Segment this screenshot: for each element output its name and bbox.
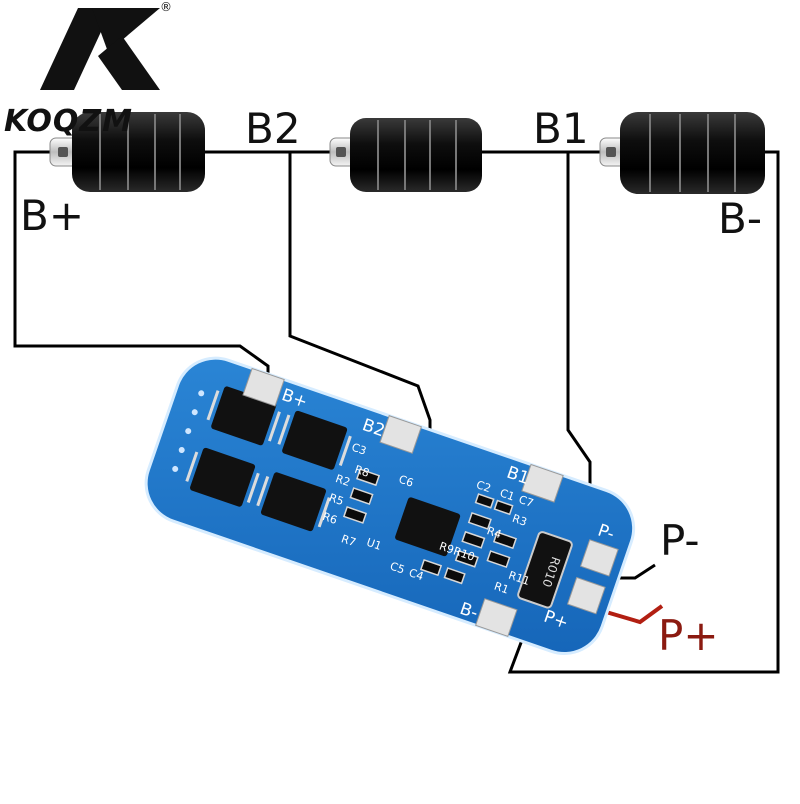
registered-mark: ® — [160, 0, 172, 14]
label-b-plus: B+ — [20, 191, 85, 240]
brand-name: KOQZM — [4, 104, 133, 139]
silk-c7: C7 — [517, 493, 535, 510]
silk-r1: R1 — [492, 580, 510, 597]
board-vias — [172, 390, 205, 472]
silk-p-minus: P- — [595, 521, 617, 545]
silk-r4: R4 — [485, 524, 503, 541]
silk-r8: R8 — [353, 463, 371, 480]
wire-b-plus — [13, 150, 270, 395]
wire-b1 — [566, 152, 592, 505]
battery-cell-1 — [49, 112, 205, 192]
label-p-plus: P+ — [658, 611, 719, 660]
silk-c3: C3 — [350, 441, 368, 458]
silk-c6: C6 — [397, 473, 415, 490]
pad-b2 — [379, 415, 422, 454]
label-b1: B1 — [533, 104, 589, 153]
silk-r5: R5 — [327, 491, 345, 508]
control-ic — [395, 497, 461, 557]
silk-r7: R7 — [340, 532, 358, 549]
silk-r9: R9 — [437, 540, 455, 557]
wire-b-minus — [507, 150, 780, 674]
silk-u1: U1 — [365, 536, 383, 553]
label-b-minus: B- — [718, 194, 762, 243]
pad-b-minus — [475, 598, 518, 637]
shunt-resistor — [517, 531, 573, 609]
silk-r3: R3 — [511, 512, 529, 529]
smd-components — [342, 468, 518, 585]
silk-c1: C1 — [498, 486, 516, 503]
silk-r2: R2 — [334, 472, 352, 489]
silk-r6: R6 — [321, 510, 339, 527]
silk-c2: C2 — [474, 478, 492, 495]
board-pads — [242, 367, 619, 637]
silk-c5: C5 — [388, 560, 406, 577]
pad-b-plus — [242, 367, 285, 407]
label-b2: B2 — [245, 104, 301, 153]
pad-p-minus — [579, 539, 619, 577]
label-p-minus: P- — [660, 516, 700, 565]
brand-logo — [40, 8, 160, 90]
silk-b-minus: B- — [457, 599, 480, 624]
battery-cell-2 — [329, 118, 482, 192]
battery-cell-3 — [599, 112, 765, 194]
pad-b1 — [521, 463, 564, 503]
pad-p-plus — [566, 576, 606, 615]
protection-board: R010 B+ B2 B1 P- P+ B- U1 C6 — [144, 356, 636, 655]
wire-p-minus — [618, 563, 656, 580]
silk-c4: C4 — [407, 566, 425, 583]
